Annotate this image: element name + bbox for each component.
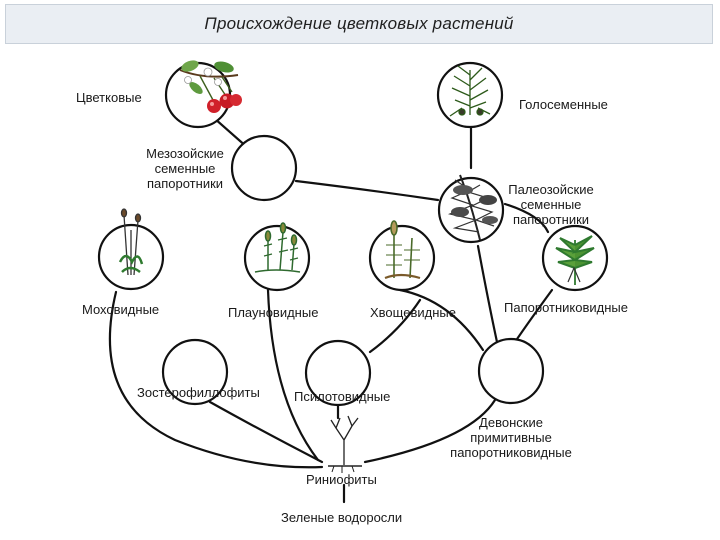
edge-ferns-devonian xyxy=(513,288,554,344)
moss-icon xyxy=(118,208,144,276)
edge-horsetails-devonian xyxy=(398,288,485,352)
circle-zostero xyxy=(161,338,229,406)
edge-lycopods-rhynio xyxy=(266,288,320,462)
circle-mesozoic xyxy=(230,134,298,202)
label-paleozoic-seed-ferns: Палеозойские семенные папоротники xyxy=(508,182,594,227)
edge-fork-psilot xyxy=(368,298,422,354)
taxon-circles xyxy=(97,61,609,407)
circle-devonian xyxy=(477,337,545,405)
label-flowering: Цветковые xyxy=(76,90,142,105)
label-rhyniophytes: Риниофиты xyxy=(306,472,377,487)
seed-fern-frond-icon xyxy=(447,174,498,241)
fern-icon xyxy=(555,235,595,285)
edge-devonian-rhynio xyxy=(363,398,497,464)
circle-horsetails xyxy=(368,224,436,292)
rhynia-icon xyxy=(328,415,362,473)
title-bar: Происхождение цветковых растений xyxy=(5,4,713,44)
cherry-branch-icon xyxy=(179,60,242,113)
circle-flowering xyxy=(164,61,232,129)
label-lycopods: Плауновидные xyxy=(228,305,319,320)
pine-shoot-icon xyxy=(449,65,491,117)
label-mesozoic-seed-ferns: Мезозойские семенные папоротники xyxy=(146,146,224,191)
label-zosterophyllophytes: Зостерофиллофиты xyxy=(137,385,260,400)
connector-lines xyxy=(108,116,554,504)
circle-psilot xyxy=(304,339,372,407)
label-ferns: Папоротниковидные xyxy=(504,300,628,315)
diagram-title: Происхождение цветковых растений xyxy=(204,14,514,33)
edge-mesozoic-paleozoic xyxy=(294,179,440,202)
edge-paleozoic-ferns xyxy=(503,202,550,234)
label-green-algae: Зеленые водоросли xyxy=(281,510,403,525)
club-moss-icon xyxy=(254,222,301,273)
edge-mosses-rhynio xyxy=(108,290,324,469)
label-gymnosperms: Голосеменные xyxy=(519,97,608,112)
edge-paleozoic-devonian xyxy=(476,244,499,344)
label-psilotophytes: Псилотовидные xyxy=(294,389,391,404)
label-mosses: Моховидные xyxy=(82,302,160,317)
horsetail-icon xyxy=(384,220,421,280)
circle-lycopods xyxy=(243,224,311,292)
label-horsetails: Хвощевидные xyxy=(370,305,456,320)
label-devonian-primitive-ferns: Девонские примитивные папоротниковидные xyxy=(450,415,572,460)
edge-zostero-rhynio xyxy=(208,400,324,464)
